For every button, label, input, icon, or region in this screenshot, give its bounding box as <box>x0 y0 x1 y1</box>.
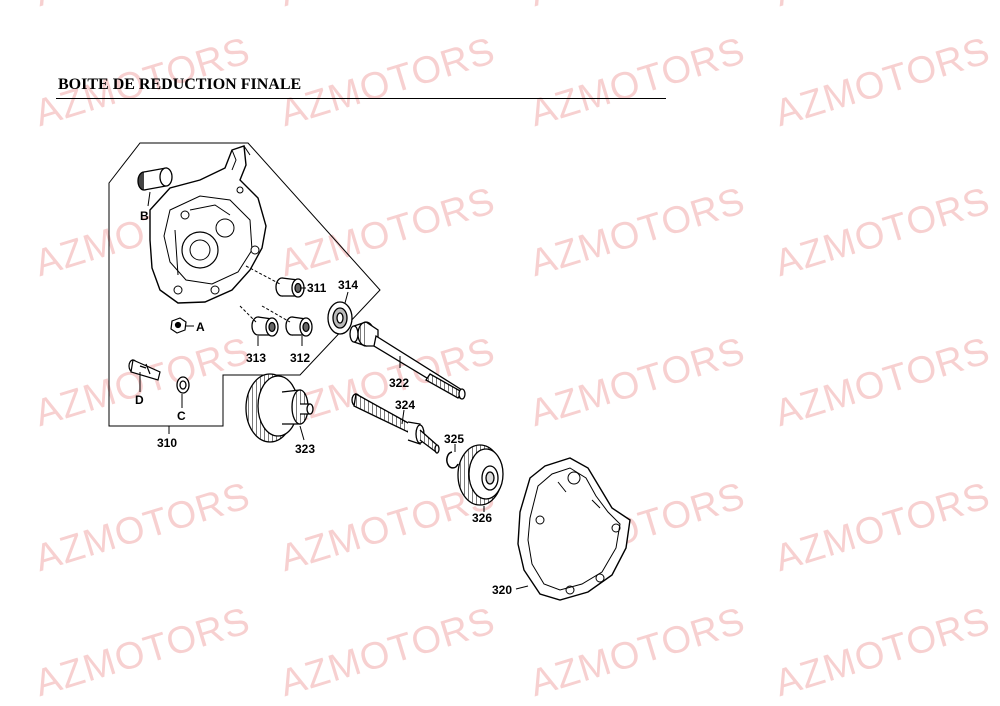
label-d: D <box>135 393 144 407</box>
title-underline <box>56 98 666 99</box>
label-322: 322 <box>389 376 409 390</box>
bearing-311 <box>275 277 305 298</box>
label-310: 310 <box>157 436 177 450</box>
bearing-313 <box>251 316 279 337</box>
leader-312 <box>261 305 291 323</box>
label-324: 324 <box>395 398 415 412</box>
label-b: B <box>140 209 149 223</box>
page-title: BOITE DE REDUCTION FINALE <box>58 76 302 93</box>
leader-311 <box>245 265 281 285</box>
bushing-b <box>137 167 173 191</box>
label-c: C <box>177 409 186 423</box>
leader-314 <box>344 291 349 304</box>
label-325: 325 <box>444 432 464 446</box>
label-a: A <box>196 320 205 334</box>
exploded-parts-diagram: B A D C 310 311 312 313 314 320 322 323 … <box>108 142 631 601</box>
bearing-312 <box>285 316 313 337</box>
label-311: 311 <box>307 281 327 295</box>
label-314: 314 <box>338 278 358 292</box>
leader-320 <box>515 585 529 590</box>
label-312: 312 <box>290 351 310 365</box>
leader-b <box>147 191 151 207</box>
shaft-322 <box>349 321 466 400</box>
shaft-324 <box>351 392 440 454</box>
gasket-320 <box>517 457 631 601</box>
label-313: 313 <box>246 351 266 365</box>
nut-a <box>170 317 187 334</box>
label-323: 323 <box>295 442 315 456</box>
leader-324 <box>401 409 405 425</box>
bolt-d <box>128 359 161 381</box>
washer-c <box>176 376 190 394</box>
label-320: 320 <box>492 583 512 597</box>
crankcase-housing <box>149 145 267 304</box>
label-326: 326 <box>472 511 492 525</box>
circlip-325 <box>446 451 459 469</box>
gear-326 <box>457 444 504 506</box>
leader-323 <box>299 425 305 441</box>
gear-323 <box>245 373 314 443</box>
assembly-310-outline <box>108 142 381 427</box>
bearing-314 <box>327 301 353 335</box>
leader-313 <box>239 305 257 323</box>
